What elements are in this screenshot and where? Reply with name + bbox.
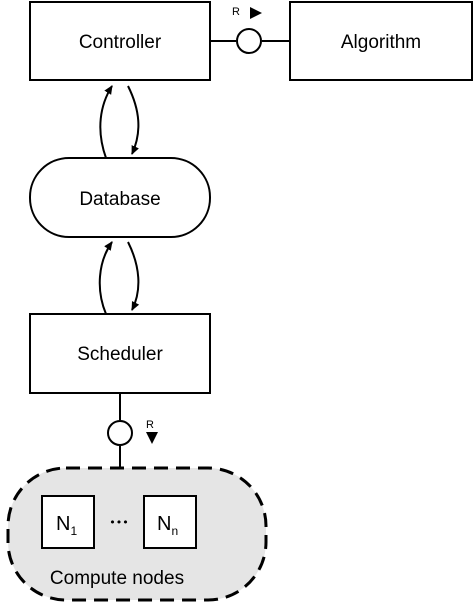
compute-node-first: N1 [41,495,95,549]
database-node: Database [29,157,211,238]
svg-text:N1: N1 [56,513,77,538]
compute-nodes-label: Compute nodes [50,568,184,589]
compute-node-first-base: N [56,513,70,535]
scheduler-to-database-arrow [98,241,113,315]
controller-to-database-arrow [127,85,140,155]
database-to-scheduler-arrow [127,241,140,311]
interface-bottom: R [107,393,158,468]
interface-top-direction-arrow [250,7,262,19]
scheduler-label: Scheduler [77,344,163,365]
compute-node-last-base: N [157,513,171,535]
interface-bottom-direction-arrow [146,432,158,444]
interface-top-circle [236,28,262,54]
interface-top-label: R [232,6,240,18]
database-label: Database [79,189,160,210]
controller-database-link [99,85,140,159]
interface-bottom-label: R [146,419,154,431]
svg-text:Nn: Nn [157,513,178,538]
database-to-controller-arrow [99,85,113,159]
scheduler-node: Scheduler [29,313,211,394]
compute-nodes-group: N1 ••• Nn Compute nodes [6,466,268,602]
compute-node-last: Nn [143,495,197,549]
algorithm-node: Algorithm [289,1,473,81]
compute-nodes-ellipsis: ••• [109,516,128,529]
controller-node: Controller [29,1,211,81]
controller-label: Controller [79,32,162,53]
algorithm-label: Algorithm [341,32,421,53]
database-scheduler-link [98,241,140,315]
compute-node-first-subscript: 1 [70,524,77,538]
compute-node-last-subscript: n [171,524,178,538]
interface-top: R [210,6,290,54]
interface-bottom-circle [107,420,133,446]
